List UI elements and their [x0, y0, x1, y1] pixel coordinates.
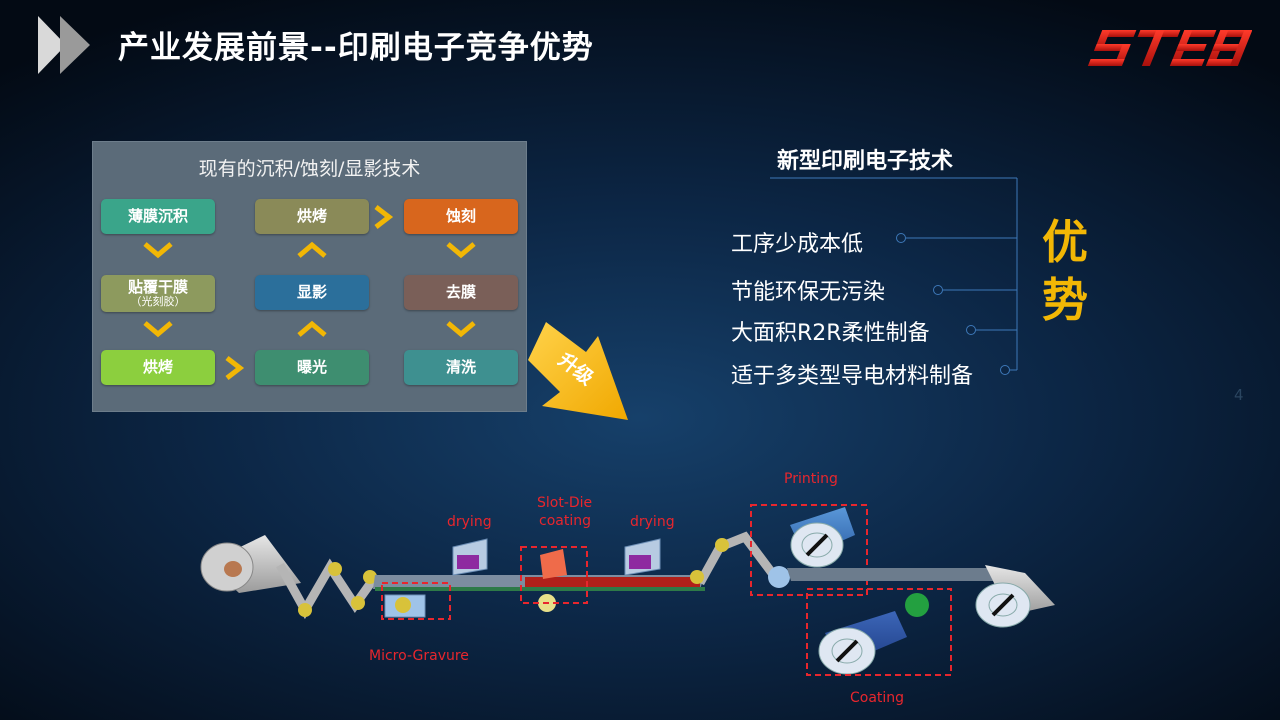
existing-tech-title: 现有的沉积/蚀刻/显影技术	[198, 158, 421, 180]
step-bake-2: 烘烤	[255, 199, 369, 234]
step-dry-film-lamination: 贴覆干膜（光刻胶）	[101, 275, 215, 312]
chevron-right-icon	[225, 356, 245, 380]
chevron-down-icon	[143, 321, 173, 338]
advantage-connector-lines	[770, 177, 1018, 375]
label-drying-2: drying	[630, 514, 675, 530]
page-number: 4	[1234, 386, 1244, 404]
advantage-item: 工序少成本低	[731, 232, 864, 257]
chevron-down-icon	[446, 321, 476, 338]
existing-tech-panel: 现有的沉积/蚀刻/显影技术 薄膜沉积 贴覆干膜（光刻胶） 烘烤 烘烤 显影 曝光…	[92, 141, 527, 412]
unwind-roll	[200, 535, 301, 593]
step-bake-1: 烘烤	[101, 350, 215, 385]
company-logo	[1087, 30, 1252, 66]
upgrade-arrow-icon: 升级	[528, 322, 628, 420]
advantage-item: 大面积R2R柔性制备	[731, 321, 930, 346]
advantage-label: 优 势	[1042, 215, 1088, 327]
label-micro-gravure: Micro-Gravure	[369, 648, 469, 664]
step-clean: 清洗	[404, 350, 518, 385]
advantage-item: 适于多类型导电材料制备	[731, 364, 974, 389]
printing-station	[750, 504, 868, 596]
chevron-right-icon	[374, 205, 394, 229]
drying-station-2	[624, 538, 661, 576]
step-film-deposition: 薄膜沉积	[101, 199, 215, 234]
step-etch: 蚀刻	[404, 199, 518, 234]
label-slot-die-coating: coating	[539, 513, 591, 529]
rewind-roll	[975, 565, 1055, 628]
label-printing: Printing	[784, 471, 838, 487]
label-drying-1: drying	[447, 514, 492, 530]
chevron-up-icon	[297, 241, 327, 258]
coating-station	[806, 588, 952, 676]
label-coating: Coating	[850, 690, 905, 706]
chevron-down-icon	[446, 242, 476, 259]
slide-title: 产业发展前景--印刷电子竞争优势	[118, 30, 594, 66]
chevron-down-icon	[143, 242, 173, 259]
r2r-process-diagram	[200, 504, 1055, 676]
new-tech-title: 新型印刷电子技术	[777, 149, 954, 174]
advantage-item: 节能环保无污染	[731, 280, 886, 305]
drying-station-1	[452, 538, 488, 576]
micro-gravure-station	[381, 582, 451, 620]
header-chevron-icon	[38, 16, 90, 74]
step-develop: 显影	[255, 275, 369, 310]
slot-die-station	[520, 546, 588, 612]
step-strip: 去膜	[404, 275, 518, 310]
step-exposure: 曝光	[255, 350, 369, 385]
chevron-up-icon	[297, 320, 327, 337]
label-slot-die: Slot-Die	[537, 495, 593, 511]
